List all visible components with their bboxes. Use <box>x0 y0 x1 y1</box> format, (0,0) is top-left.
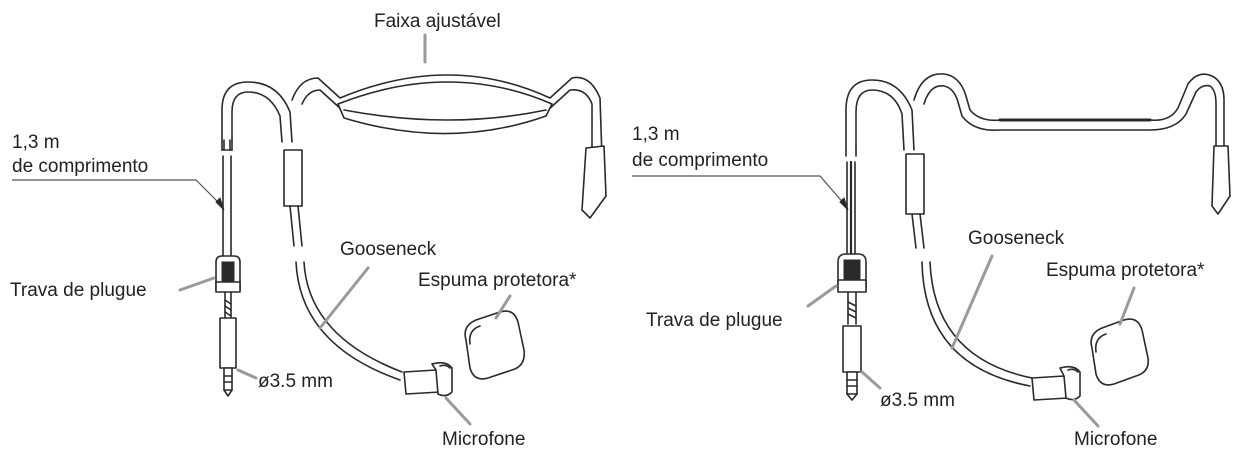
right-headset-diagram: 1,3 m de comprimento Trava de plugue ø3.… <box>632 73 1231 450</box>
gooseneck-leader <box>318 266 370 330</box>
adjustable-band <box>337 81 553 135</box>
plug-lock-leader <box>178 276 216 292</box>
headband <box>845 73 1231 249</box>
windscreen-leader <box>494 294 512 320</box>
cable <box>845 149 857 256</box>
windscreen <box>464 310 526 380</box>
plug-lock-label: Trava de plugue <box>10 280 147 301</box>
gooseneck <box>295 261 403 381</box>
microphone-leader <box>444 396 472 426</box>
length-leader <box>12 179 223 207</box>
length-arrowhead <box>215 197 225 211</box>
windscreen-label: Espuma protetora* <box>418 270 577 291</box>
jack-plug <box>219 291 237 397</box>
ear-pad-right <box>581 145 607 219</box>
plug-lock-label: Trava de plugue <box>646 310 783 331</box>
headband <box>221 74 607 247</box>
gooseneck <box>921 261 1033 387</box>
length-label-line2: de comprimento <box>632 150 768 171</box>
gooseneck-label: Gooseneck <box>340 239 437 260</box>
band-label: Faixa ajustável <box>374 11 501 32</box>
ear-pad-left <box>283 149 303 207</box>
length-leader <box>632 175 847 207</box>
microphone <box>403 361 453 397</box>
jack-plug <box>842 291 862 401</box>
jack-leader <box>236 368 258 380</box>
length-label-line1: 1,3 m <box>632 124 680 145</box>
microphone <box>1031 365 1081 401</box>
microphone-leader <box>1072 398 1100 428</box>
windscreen <box>1090 318 1150 386</box>
length-label-line1: 1,3 m <box>12 132 60 153</box>
left-headset-diagram: Faixa ajustável 1,3 m de comprimento <box>10 11 607 450</box>
plug-lock-leader <box>806 284 838 308</box>
length-arrowhead <box>839 197 849 211</box>
jack-label: ø3.5 mm <box>880 390 955 411</box>
plug-lock <box>215 255 241 293</box>
jack-leader <box>860 370 882 390</box>
jack-label: ø3.5 mm <box>258 371 333 392</box>
microphone-label: Microfone <box>442 429 525 450</box>
ear-pad-right <box>1211 145 1231 215</box>
plug-lock <box>837 253 867 293</box>
microphone-label: Microfone <box>1074 429 1157 450</box>
windscreen-label: Espuma protetora* <box>1046 260 1205 281</box>
gooseneck-label: Gooseneck <box>968 228 1065 249</box>
ear-pad-left <box>905 153 925 215</box>
length-label-line2: de comprimento <box>12 156 148 177</box>
cable <box>221 139 233 259</box>
gooseneck-leader <box>950 254 994 350</box>
windscreen-leader <box>1118 286 1136 326</box>
